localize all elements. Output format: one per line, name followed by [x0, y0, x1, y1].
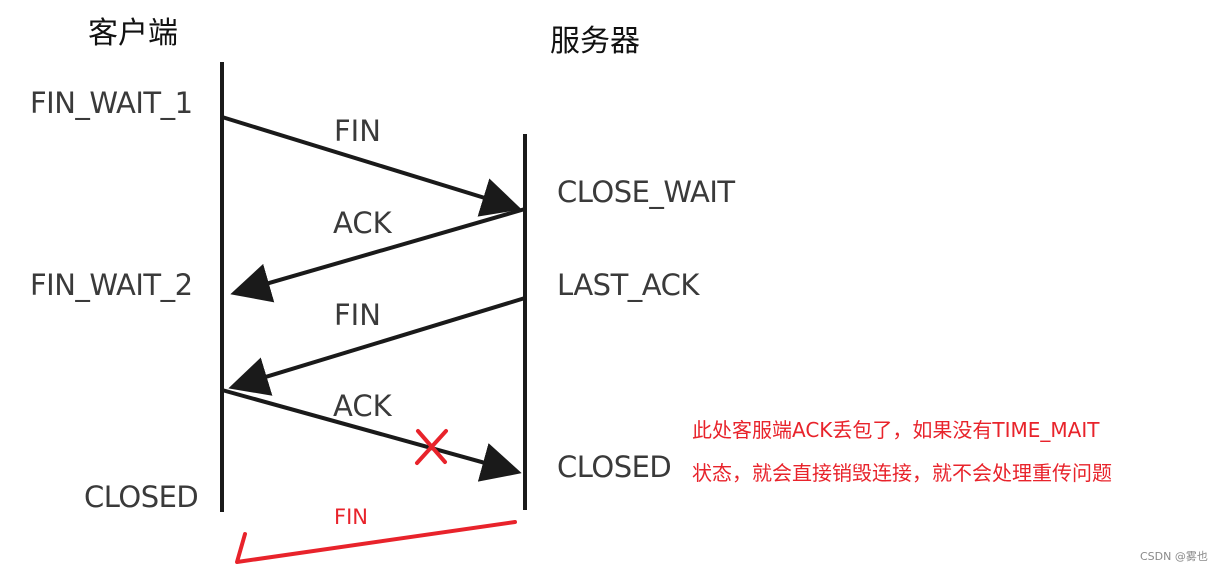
client-state-fin-wait-2: FIN_WAIT_2: [30, 268, 193, 302]
fin-resend-arrow: [235, 520, 517, 564]
message-fin-2: FIN: [334, 298, 381, 332]
server-state-last-ack: LAST_ACK: [557, 268, 699, 302]
watermark: CSDN @雾也: [1140, 550, 1208, 563]
server-header: 服务器: [550, 24, 640, 59]
arrow-fin-1: [221, 115, 522, 217]
message-fin-resend: FIN: [334, 505, 368, 529]
annotation-line-1: 此处客服端ACK丢包了，如果没有TIME_MAIT: [692, 418, 1100, 442]
client-header: 客户端: [88, 16, 178, 51]
packet-lost-cross-icon: [415, 429, 448, 465]
annotation-line-2: 状态，就会直接销毁连接，就不会处理重传问题: [692, 461, 1112, 485]
arrow-ack-1: [230, 207, 526, 303]
server-state-closed: CLOSED: [557, 450, 672, 484]
arrow-ack-2: [221, 388, 522, 482]
message-fin-1: FIN: [334, 114, 381, 148]
message-ack-2: ACK: [333, 389, 392, 423]
server-state-close-wait: CLOSE_WAIT: [557, 175, 735, 209]
client-state-closed: CLOSED: [84, 480, 199, 514]
message-ack-1: ACK: [333, 206, 392, 240]
arrow-fin-2: [228, 296, 526, 396]
client-state-fin-wait-1: FIN_WAIT_1: [30, 86, 193, 120]
